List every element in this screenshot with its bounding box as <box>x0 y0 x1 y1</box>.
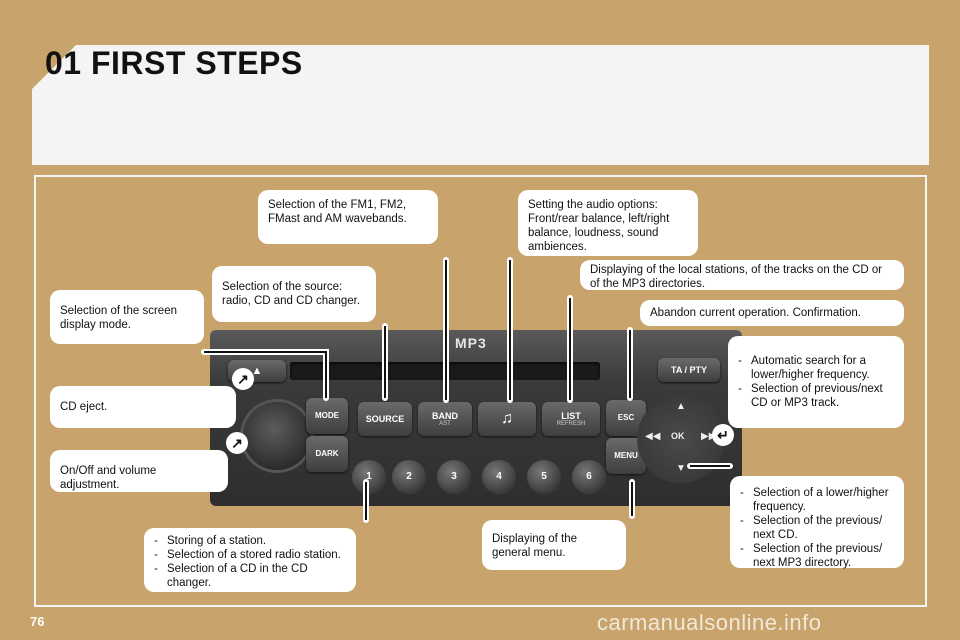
rewind-icon[interactable]: ◀◀ <box>645 431 661 442</box>
skip-pointer-icon: ↵ <box>712 424 734 446</box>
callout-eject: CD eject. <box>50 386 236 428</box>
band-button[interactable]: BAND AST <box>418 402 472 436</box>
preset-1[interactable]: 1 <box>352 460 386 494</box>
watermark: carmanualsonline.info <box>597 610 822 635</box>
up-arrow-icon[interactable]: ▲ <box>676 401 686 412</box>
volume-pointer-icon: ↗ <box>226 432 248 454</box>
callout-lower-higher: Selection of a lower/higher frequency. S… <box>730 476 904 570</box>
preset-4[interactable]: 4 <box>482 460 516 494</box>
band-sublabel: AST <box>439 421 451 427</box>
presets-item-3: Selection of a CD in the CD changer. <box>154 562 346 590</box>
list-label: LIST <box>561 411 581 421</box>
presets-item-1: Storing of a station. <box>154 534 346 548</box>
eject-pointer-icon: ↗ <box>232 368 254 390</box>
callout-band: Selection of the FM1, FM2, FMast and AM … <box>258 190 438 244</box>
callout-list: Displaying of the local stations, of the… <box>580 260 904 290</box>
callout-mode: Selection of the screen display mode. <box>50 290 204 344</box>
preset-5[interactable]: 5 <box>527 460 561 494</box>
ta-pty-button[interactable]: TA / PTY <box>658 358 720 382</box>
audio-button[interactable]: ♫ <box>478 402 536 436</box>
mp3-logo: MP3 <box>455 335 487 351</box>
search-item-2: Selection of previous/next CD or MP3 tra… <box>738 382 894 410</box>
search-item-1: Automatic search for a lower/higher freq… <box>738 354 894 382</box>
fast-forward-icon[interactable]: ▶▶ <box>701 431 717 442</box>
preset-6[interactable]: 6 <box>572 460 606 494</box>
callout-presets: Storing of a station. Selection of a sto… <box>144 528 356 592</box>
callout-onoff: On/Off and volume adjustment. <box>50 450 228 492</box>
list-button[interactable]: LIST REFRESH <box>542 402 600 436</box>
mode-button[interactable]: MODE <box>306 398 348 434</box>
preset-2[interactable]: 2 <box>392 460 426 494</box>
cd-slot <box>290 362 600 380</box>
callout-esc: Abandon current operation. Confirmation. <box>640 300 904 326</box>
callout-source: Selection of the source: radio, CD and C… <box>212 266 376 322</box>
dark-button[interactable]: DARK <box>306 436 348 472</box>
diagram-panel <box>34 175 927 607</box>
ok-button[interactable]: OK <box>671 431 685 441</box>
page-number: 76 <box>30 614 45 629</box>
volume-knob[interactable] <box>243 402 311 470</box>
callout-menu: Displaying of the general menu. <box>482 520 626 570</box>
source-button[interactable]: SOURCE <box>358 402 412 436</box>
callout-search: Automatic search for a lower/higher freq… <box>728 336 904 428</box>
lowerhigher-item-3: Selection of the previous/ next MP3 dire… <box>740 542 894 570</box>
page-title: 01 FIRST STEPS <box>45 45 303 81</box>
lowerhigher-item-1: Selection of a lower/higher frequency. <box>740 486 894 514</box>
down-arrow-icon[interactable]: ▼ <box>676 463 686 474</box>
band-label: BAND <box>432 411 458 421</box>
header-band <box>32 45 929 165</box>
list-sublabel: REFRESH <box>556 421 586 427</box>
callout-audio: Setting the audio options: Front/rear ba… <box>518 190 698 256</box>
presets-item-2: Selection of a stored radio station. <box>154 548 346 562</box>
lowerhigher-item-2: Selection of the previous/ next CD. <box>740 514 894 542</box>
preset-3[interactable]: 3 <box>437 460 471 494</box>
